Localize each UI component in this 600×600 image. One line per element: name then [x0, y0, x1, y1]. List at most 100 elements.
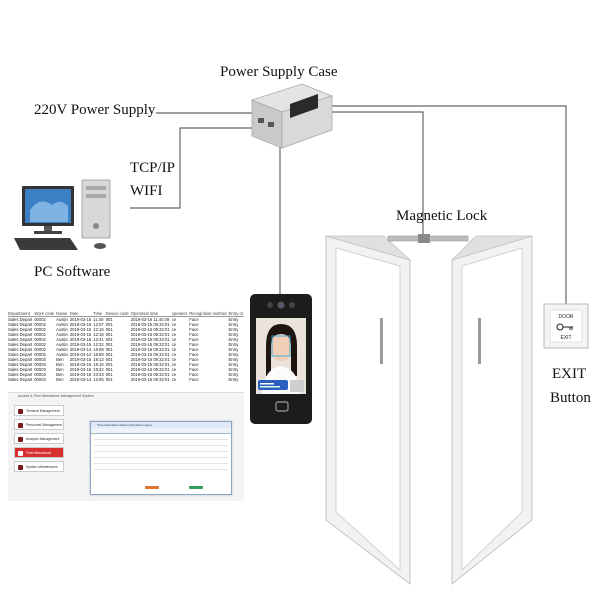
table-cell: 2019-03-14	[69, 352, 92, 357]
sidebar-item[interactable]: Personnel Management	[14, 419, 64, 430]
table-cell: ce	[171, 337, 177, 342]
table-cell: 2019-03-15	[69, 327, 92, 332]
table-cell: Ben	[56, 377, 64, 382]
sidebar-item[interactable]: Terminal Management	[14, 405, 64, 416]
table-cell: Face	[189, 362, 199, 367]
table-cell: Face	[189, 337, 199, 342]
table-cell: 12:16	[93, 327, 104, 332]
table-cell: 2019-03-15 09:32:01	[130, 332, 170, 337]
table-cell: 001	[105, 362, 113, 367]
table-cell: 001	[105, 347, 113, 352]
menu-icon	[18, 437, 23, 442]
records-header-cell: Time	[93, 311, 106, 317]
table-cell: Face	[189, 372, 199, 377]
table-cell: ce	[171, 327, 177, 332]
confirm-button[interactable]	[145, 486, 159, 489]
records-header-cell: Device code	[105, 311, 131, 317]
table-cell: 12:32	[93, 342, 104, 347]
table-cell: 00003	[34, 372, 46, 377]
table-cell: Face	[189, 347, 199, 352]
table-cell: Austin	[56, 342, 68, 347]
table-cell: ce	[171, 362, 177, 367]
grid-row	[94, 458, 228, 464]
left-door-handle	[380, 318, 383, 364]
table-cell: Austin	[56, 332, 68, 337]
table-cell: 12:31	[93, 337, 104, 342]
table-cell: Entry	[228, 327, 239, 332]
table-cell: 00002	[34, 322, 46, 327]
table-cell: 001	[105, 317, 113, 322]
table-cell: Sales Depart	[8, 342, 33, 347]
table-cell: 23:43	[93, 372, 104, 377]
records-header-cell: Name	[56, 311, 70, 317]
table-cell: Entry	[228, 367, 239, 372]
table-cell: 2019-03-15 09:32:01	[130, 347, 170, 352]
table-cell: Entry	[228, 317, 239, 322]
table-cell: Sales Depart	[8, 362, 33, 367]
menu-icon	[18, 465, 23, 470]
table-cell: 001	[105, 377, 113, 382]
table-cell: Ben	[56, 372, 64, 377]
table-cell: 2019-03-15 09:32:01	[130, 372, 170, 377]
grid-row	[94, 446, 228, 452]
table-cell: 00002	[34, 327, 46, 332]
table-cell: Entry	[228, 322, 239, 327]
table-cell: 16:59	[93, 352, 104, 357]
menu-icon	[18, 409, 23, 414]
line-tcpip-to-case	[130, 127, 252, 209]
table-cell: 00002	[34, 337, 46, 342]
table-cell: 2019-03-15	[69, 362, 92, 367]
label-pc-software: PC Software	[34, 264, 111, 280]
glass-doors	[325, 234, 533, 586]
sidebar-item[interactable]: Time Attendance Management	[14, 447, 64, 466]
table-cell: 001	[105, 367, 113, 372]
label-tcpip: TCP/IP	[130, 160, 176, 176]
label-power-supply-case: Power Supply Case	[220, 64, 338, 80]
table-cell: ce	[171, 322, 177, 327]
table-cell: Sales Depart	[8, 367, 33, 372]
records-header-cell: Operation time	[130, 311, 172, 317]
table-cell: Face	[189, 377, 199, 382]
table-cell: 19:16	[93, 362, 104, 367]
table-cell: 2019-03-15 09:32:01	[130, 322, 170, 327]
exit-plate-bottom-text: EXIT	[560, 335, 571, 341]
table-cell: 00002	[34, 332, 46, 337]
table-cell: 2019-03-14	[69, 377, 92, 382]
table-cell: 001	[105, 372, 113, 377]
power-supply-case	[250, 83, 334, 149]
sidebar-item[interactable]: System Maintenance	[14, 461, 64, 472]
app-window-toolbar	[91, 428, 231, 434]
grid-row	[94, 464, 228, 470]
sidebar-item[interactable]: Analysis Management	[14, 433, 64, 444]
table-cell: 001	[105, 332, 113, 337]
label-exit: EXIT	[552, 366, 587, 382]
table-cell: 2019-03-15	[69, 367, 92, 372]
table-cell: 2019-03-15	[69, 357, 92, 362]
table-cell: Sales Depart	[8, 322, 33, 327]
table-cell: Austin	[56, 317, 68, 322]
table-cell: 2019-03-15	[69, 342, 92, 347]
table-cell: Entry	[228, 332, 239, 337]
menu-icon	[18, 451, 23, 456]
grid-row	[94, 434, 228, 440]
table-cell: Entry	[228, 342, 239, 347]
table-cell: 00002	[34, 342, 46, 347]
app-window-title: Time Attendance Data Information Inquiry	[91, 422, 231, 428]
table-cell: Sales Depart	[8, 372, 33, 377]
table-cell: 2019-03-15 09:32:01	[130, 377, 170, 382]
cancel-button[interactable]	[189, 486, 203, 489]
table-cell: 00003	[34, 362, 46, 367]
table-cell: 2019-03-15	[69, 322, 92, 327]
app-window: Time Attendance Data Information Inquiry	[90, 421, 232, 495]
table-cell: ce	[171, 352, 177, 357]
records-header-cell: Date	[69, 311, 94, 317]
table-cell: 001	[105, 337, 113, 342]
